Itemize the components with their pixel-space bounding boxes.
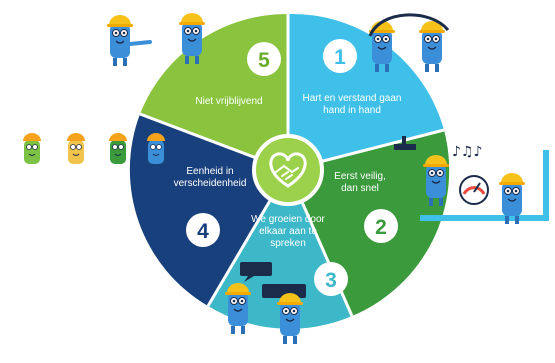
segment-4-label-line1: Eenheid in — [186, 166, 233, 177]
segment-1-number: 1 — [334, 46, 346, 69]
segment-5-number: 5 — [258, 49, 270, 72]
segment-4 — [129, 114, 288, 306]
svg-text:♪♫♪: ♪♫♪ — [452, 144, 482, 160]
music-notes-icon: ♪♫♪ — [452, 144, 482, 160]
helmet-mascot-icon — [146, 132, 166, 165]
helmet-mascot-icon — [418, 20, 446, 73]
segment-2-number-circle — [364, 209, 398, 243]
segment-1-label-line1: Hart en verstand gaan — [303, 93, 402, 104]
helmet-mascot-icon — [224, 282, 252, 335]
segment-4-label-line2: verscheidenheid — [174, 178, 247, 189]
segment-2-label-line1: Eerst veilig, — [334, 171, 386, 182]
segment-3-label-line3: spreken — [270, 238, 306, 249]
segment-1-label-line2: hand in hand — [323, 105, 381, 116]
water-pipe-icon — [368, 13, 450, 37]
segment-1-number-circle — [323, 39, 357, 73]
segment-3-number: 3 — [325, 269, 337, 292]
water-pipe-icon — [394, 136, 416, 150]
segment-4-number: 4 — [197, 220, 209, 243]
segment-2-label-line2: dan snel — [341, 183, 379, 194]
heart-handshake-icon — [269, 152, 307, 188]
speech-bubble-icon — [240, 262, 272, 282]
segment-5-label-line1: Niet vrijblijvend — [195, 96, 262, 107]
helmet-mascot-icon — [22, 132, 42, 165]
segment-2-number: 2 — [375, 216, 387, 239]
water-pipe-icon — [420, 150, 549, 221]
segment-3-label-line1: We groeien door — [251, 214, 325, 225]
helmet-mascot-icon — [106, 14, 152, 67]
helmet-mascot-icon — [108, 132, 128, 165]
helmet-mascot-icon — [66, 132, 86, 165]
helmet-mascot-icon — [276, 292, 304, 345]
segment-5-number-circle — [247, 42, 281, 76]
segment-3-number-circle — [314, 262, 348, 296]
segment-3-label-line2: elkaar aan te — [259, 226, 317, 237]
values-wheel — [129, 13, 450, 329]
pressure-gauge-icon — [459, 175, 489, 205]
segment-4-number-circle — [186, 213, 220, 247]
